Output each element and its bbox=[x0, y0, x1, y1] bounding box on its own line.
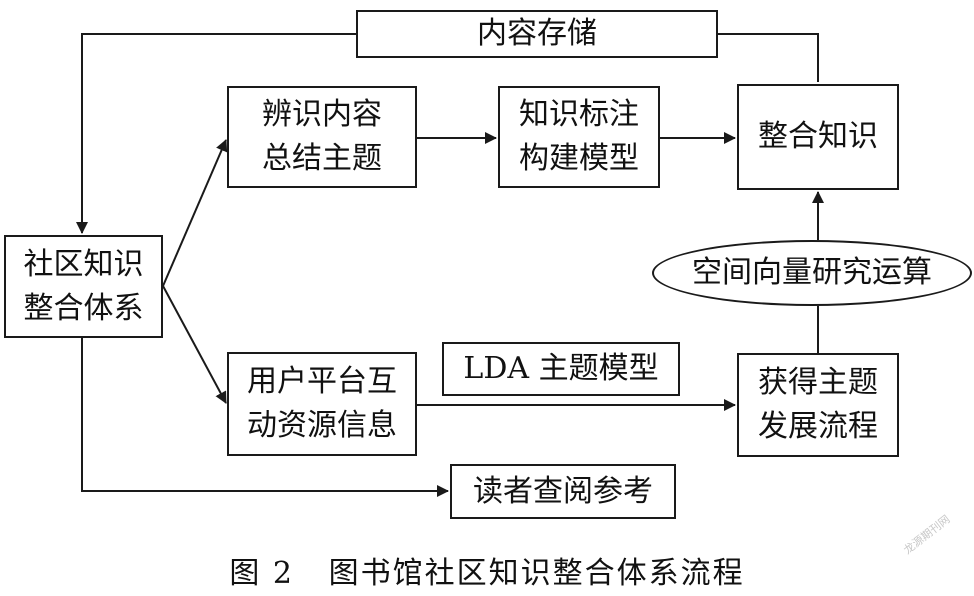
node-identify-line2: 总结主题 bbox=[262, 141, 382, 176]
edge-system-to-identify bbox=[162, 139, 228, 287]
node-reference-label: 读者查阅参考 bbox=[473, 473, 653, 509]
node-interaction-line2: 动资源信息 bbox=[247, 408, 397, 443]
node-content-storage-label: 内容存储 bbox=[477, 16, 597, 51]
node-vector-space-computation: 空间向量研究运算 bbox=[652, 240, 972, 306]
node-trend-line1: 获得主题 bbox=[758, 365, 878, 400]
edge-system-to-interaction bbox=[162, 285, 227, 404]
node-lda-label: LDA 主题模型 bbox=[463, 351, 659, 386]
node-lda-topic-model: LDA 主题模型 bbox=[442, 342, 680, 396]
node-knowledge-annotation: 知识标注 构建模型 bbox=[498, 86, 660, 188]
edge-integrate-to-storage bbox=[718, 33, 819, 82]
node-topic-development: 获得主题 发展流程 bbox=[737, 353, 899, 457]
node-annotate-line2: 构建模型 bbox=[519, 141, 639, 176]
node-vector-label: 空间向量研究运算 bbox=[692, 255, 932, 290]
node-community-knowledge-system: 社区知识 整合体系 bbox=[4, 235, 163, 338]
node-identify-line1: 辨识内容 bbox=[262, 97, 382, 132]
node-user-platform-interaction: 用户平台互 动资源信息 bbox=[227, 352, 417, 456]
node-identify-content: 辨识内容 总结主题 bbox=[227, 86, 417, 188]
node-annotate-line1: 知识标注 bbox=[519, 97, 639, 132]
node-integrate-knowledge: 整合知识 bbox=[737, 84, 899, 190]
node-reader-reference: 读者查阅参考 bbox=[450, 464, 676, 519]
node-system-line1: 社区知识 bbox=[23, 246, 144, 282]
figure-caption: 图 2 图书馆社区知识整合体系流程 bbox=[229, 556, 745, 591]
node-integrate-label: 整合知识 bbox=[758, 119, 878, 154]
node-content-storage: 内容存储 bbox=[356, 10, 718, 58]
node-trend-line2: 发展流程 bbox=[758, 409, 878, 444]
node-system-line2: 整合体系 bbox=[23, 290, 144, 326]
node-interaction-line1: 用户平台互 bbox=[247, 364, 397, 399]
edge-system-to-reference bbox=[81, 338, 449, 497]
edge-storage-to-system bbox=[76, 33, 356, 234]
